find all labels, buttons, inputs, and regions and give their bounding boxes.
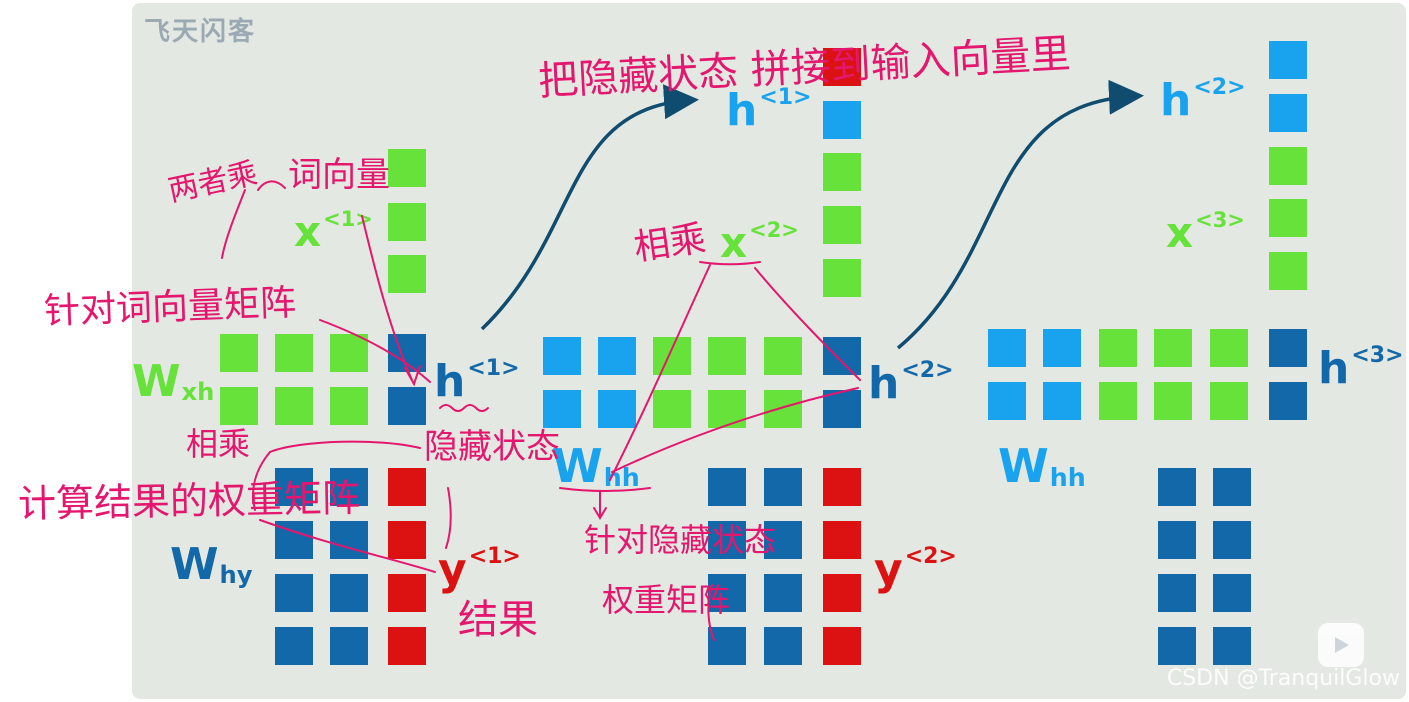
annotation-multiply-2: 相乘 xyxy=(631,218,709,269)
stroke-whh-to-h2 xyxy=(611,387,859,473)
stroke-two-to-matrix xyxy=(221,189,246,259)
step3-h-prev-label: h<2> xyxy=(1160,74,1246,126)
stroke-mult2-to-whh xyxy=(609,264,711,481)
stroke-wordmatrix-to-h1 xyxy=(319,319,431,383)
step2-h-prev-label: h<1> xyxy=(726,84,812,136)
annotation-hidden-state: 隐藏状态 xyxy=(424,427,560,467)
stroke-wordvec-to-h1 xyxy=(361,215,413,381)
play-icon xyxy=(1335,637,1349,653)
stroke-h1-wavy xyxy=(439,404,489,412)
diagram-panel: 飞天闪客 x xyxy=(132,3,1406,699)
annotation-multiply-1: 相乘 xyxy=(186,425,251,463)
step2-y-label: y<2> xyxy=(874,543,957,595)
annotation-hidden-weight-2: 权重矩阵 xyxy=(602,581,731,619)
step2-whh-label: Whh xyxy=(552,439,640,493)
step2-h-label: h<2> xyxy=(868,357,954,409)
step1-why-label: Why xyxy=(170,539,253,590)
video-play-button[interactable] xyxy=(1318,623,1364,667)
stroke-whh-arrowhead xyxy=(593,507,607,520)
stroke-hidden-down xyxy=(445,487,452,549)
step3-h-label: h<3> xyxy=(1318,342,1404,394)
step1-wxh-label: Wxh xyxy=(132,356,215,407)
stroke-two-multiply xyxy=(257,180,286,191)
annotation-hidden-weight-1: 针对隐藏状态 xyxy=(584,521,777,559)
step3-whh-label: Whh xyxy=(998,439,1086,493)
annotation-result: 结果 xyxy=(458,597,538,643)
step1-x-label: x<1> xyxy=(294,206,373,256)
annotation-word-vector: 词向量 xyxy=(288,155,390,195)
step1-h-label: h<1> xyxy=(434,355,520,407)
annotation-result-weight: 计算结果的权重矩阵 xyxy=(17,476,361,526)
recurrent-arrow-1 xyxy=(480,84,699,331)
stroke-mult-bracket xyxy=(269,440,421,453)
arrows-layer xyxy=(480,79,1144,350)
watermark: CSDN @TranquilGlow xyxy=(1166,666,1400,691)
stroke-w2-hook xyxy=(707,584,715,641)
step2-x-label: x<2> xyxy=(720,217,799,267)
annotation-word-matrix: 针对词向量矩阵 xyxy=(43,282,297,333)
step1-y-label: y<1> xyxy=(438,543,521,595)
step3-x-label: x<3> xyxy=(1166,207,1245,257)
stroke-mult-left xyxy=(252,451,271,511)
stroke-whh-underline xyxy=(559,487,651,492)
stroke-weight-to-y1 xyxy=(259,519,436,573)
brand-logo: 飞天闪客 xyxy=(144,17,257,47)
stroke-mult2-to-h2 xyxy=(754,267,861,381)
recurrent-arrow-2 xyxy=(896,79,1144,350)
stroke-x2-lines xyxy=(699,261,761,266)
